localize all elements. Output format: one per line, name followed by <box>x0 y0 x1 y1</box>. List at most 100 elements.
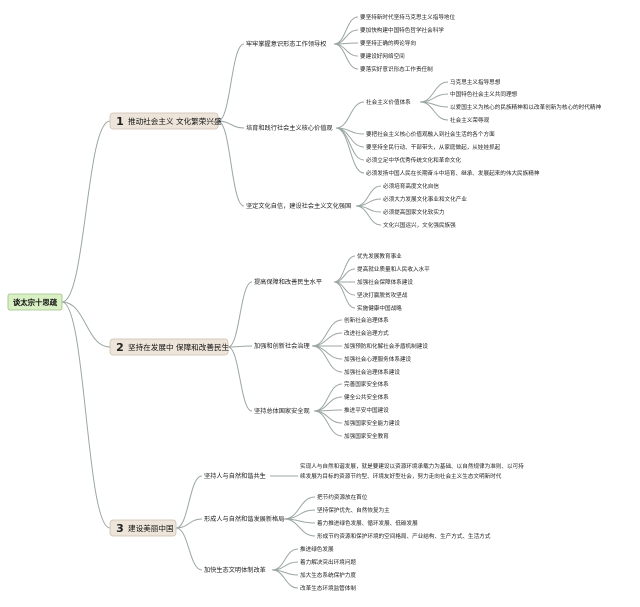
connector-line <box>227 345 253 348</box>
connector-line <box>61 301 111 348</box>
leaf-node[interactable]: 要落实好意识形态工作责任制 <box>360 65 433 73</box>
leaf-node[interactable]: 必须立足中华优秀传统文化和革命文化 <box>366 156 462 164</box>
leaf-node[interactable]: 必须培育高度文化自信 <box>383 182 439 190</box>
leaf-node[interactable]: 坚决打赢脱贫攻坚战 <box>357 291 408 299</box>
connector-line <box>227 346 253 412</box>
connector-line <box>271 548 299 571</box>
connector-line <box>311 345 343 373</box>
connector-line <box>333 29 359 45</box>
topic-node[interactable]: 坚持总体国家安全观 <box>254 407 310 415</box>
leaf-node[interactable]: 把节约资源放在首位 <box>317 493 368 501</box>
topic-node[interactable]: 提高保障和改善民生水平 <box>254 278 322 286</box>
connector-line <box>271 569 299 589</box>
leaf-node[interactable]: 加强预防和化解社会矛盾机制建设 <box>344 342 428 350</box>
branch-node-2[interactable]: 2 坚持在发展中 保障和改善民生 <box>109 338 230 356</box>
leaf-node[interactable]: 必须大力发展文化事业和文化产业 <box>383 195 467 203</box>
topic-node[interactable]: 社会主义价值体系 <box>366 98 411 106</box>
leaf-node[interactable]: 着力推进绿色发展、循环发展、低碳发展 <box>317 519 418 527</box>
connector-line <box>333 268 356 283</box>
topic-node[interactable]: 坚定文化自信，建设社会主义文化强国 <box>246 202 351 210</box>
leaf-node[interactable]: 马克思主义指导思想 <box>450 78 501 86</box>
branch-number-3: 3 <box>116 522 124 535</box>
leaf-node[interactable]: 文化兴国运兴，文化强民族强 <box>383 221 456 229</box>
leaf-node[interactable]: 优先发展教育事业 <box>357 252 402 260</box>
leaf-node[interactable]: 加强国家安全能力建设 <box>344 419 400 427</box>
topic-node[interactable]: 牢牢掌握意识形态工作领导权 <box>246 40 326 48</box>
leaf-node[interactable]: 要加快构建中国特色哲学社会科学 <box>360 26 444 34</box>
leaf-node[interactable]: 创新社会治理体系 <box>344 316 389 324</box>
leaf-node[interactable]: 加强社会保障体系建设 <box>357 278 413 286</box>
branch-number-1: 1 <box>116 115 124 128</box>
connector-line <box>283 509 316 520</box>
connector-line <box>283 518 316 537</box>
leaf-node[interactable]: 改进社会治理方式 <box>344 329 389 337</box>
connector-line <box>335 127 365 161</box>
connector-line <box>333 281 356 309</box>
branch-node-1[interactable]: 1 推动社会主义 文化繁荣兴盛 <box>109 112 222 130</box>
paragraph-line: 实现人与自然和谐发展，就是要建设以资源环境承载力为基础、以自然规律为准则、以可持 <box>300 462 524 470</box>
paragraph-line: 续发展为目标的资源节约型、环境友好型社会，努力走向社会主义生态文明新时代 <box>300 472 502 480</box>
leaf-node[interactable]: 着力解决突出环境问题 <box>300 558 356 566</box>
leaf-node[interactable]: 加大生态系统保护力度 <box>300 571 356 579</box>
connector-line <box>333 43 359 70</box>
leaf-node[interactable]: 推进平安中国建设 <box>344 406 389 414</box>
connector-line <box>61 301 111 529</box>
connector-line <box>313 396 343 412</box>
leaf-node[interactable]: 实施健康中国战略 <box>357 304 402 312</box>
branch-label-3: 建设美丽中国 <box>128 523 174 533</box>
topic-node[interactable]: 加强和创新社会治理 <box>254 342 310 350</box>
connector-line <box>419 81 449 103</box>
mind-map-nodes: 谈太宗十思疏 1 推动社会主义 文化繁荣兴盛 2 坚持在发展中 保障和改善民生 … <box>7 13 601 592</box>
connector-line <box>227 281 253 348</box>
connector-line <box>335 101 365 129</box>
leaf-node[interactable]: 必须发扬中国人民在长期奋斗中培育、继承、发展起来的伟大民族精神 <box>366 169 540 177</box>
leaf-node[interactable]: 健全公共安全体系 <box>344 393 389 401</box>
branch-number-2: 2 <box>116 341 124 354</box>
leaf-node[interactable]: 要建设好网络空间 <box>360 52 405 60</box>
leaf-node[interactable]: 改革生态环境监管体制 <box>300 584 356 592</box>
root-label: 谈太宗十思疏 <box>13 298 58 307</box>
connector-line <box>175 518 203 529</box>
leaf-node[interactable]: 坚持保护优先、自然恢复为主 <box>317 506 390 514</box>
leaf-node[interactable]: 提高就业质量和人民收入水平 <box>357 265 430 273</box>
connector-line <box>355 205 382 226</box>
leaf-node[interactable]: 完善国家安全体系 <box>344 380 389 388</box>
connector-line <box>217 43 245 122</box>
paragraph-node[interactable]: 实现人与自然和谐发展，就是要建设以资源环境承载力为基础、以自然规律为准则、以可持… <box>300 462 524 480</box>
branch-label-2: 坚持在发展中 保障和改善民生 <box>128 342 230 352</box>
connector-line <box>61 120 111 303</box>
leaf-node[interactable]: 推进绿色发展 <box>300 545 334 553</box>
connector-line <box>419 101 449 121</box>
leaf-node[interactable]: 要坚持全民行动、干部带头，从家庭做起，从娃娃抓起 <box>366 143 501 151</box>
connector-line <box>311 332 343 347</box>
leaf-node[interactable]: 形成节约资源和保护环境的空间格局、产业结构、生产方式、生活方式 <box>317 532 491 540</box>
connector-line <box>311 345 343 360</box>
connector-line <box>175 527 203 571</box>
leaf-node[interactable]: 加强社会治理体系建设 <box>344 368 400 376</box>
leaf-node[interactable]: 中国特色社会主义共同理想 <box>450 90 518 98</box>
leaf-node[interactable]: 要坚持正确的舆论导向 <box>360 39 416 47</box>
connector-line <box>333 281 356 296</box>
leaf-node[interactable]: 以爱国主义为核心的民族精神和以改革创新为核心的时代精神 <box>450 103 601 111</box>
connector-lines <box>61 16 449 589</box>
connector-line <box>333 43 359 57</box>
root-node[interactable]: 谈太宗十思疏 <box>7 293 63 311</box>
connector-line <box>313 410 343 424</box>
leaf-node[interactable]: 社会主义荣辱观 <box>450 116 490 124</box>
leaf-node[interactable]: 必须提高国家文化软实力 <box>383 208 445 216</box>
connector-line <box>313 383 343 412</box>
connector-line <box>217 120 245 129</box>
leaf-node[interactable]: 要坚持新时代坚持马克思主义指导地位 <box>360 13 456 21</box>
connector-line <box>217 120 245 207</box>
topic-node[interactable]: 加快生态文明体制改革 <box>204 566 266 574</box>
leaf-node[interactable]: 加强国家安全教育 <box>344 432 389 440</box>
branch-label-1: 推动社会主义 文化繁荣兴盛 <box>128 116 222 126</box>
topic-node[interactable]: 形成人与自然和谐发展新格局 <box>204 515 284 523</box>
topic-node[interactable]: 坚持人与自然和谐共生 <box>204 472 266 480</box>
leaf-node[interactable]: 加强社会心理服务体系建设 <box>344 355 412 363</box>
connector-line <box>313 410 343 437</box>
leaf-node[interactable]: 要把社会主义核心价值观融入到社会生活的各个方面 <box>366 130 495 138</box>
topic-node[interactable]: 培育和践行社会主义核心价值观 <box>246 124 333 132</box>
branch-node-3[interactable]: 3 建设美丽中国 <box>109 519 177 537</box>
